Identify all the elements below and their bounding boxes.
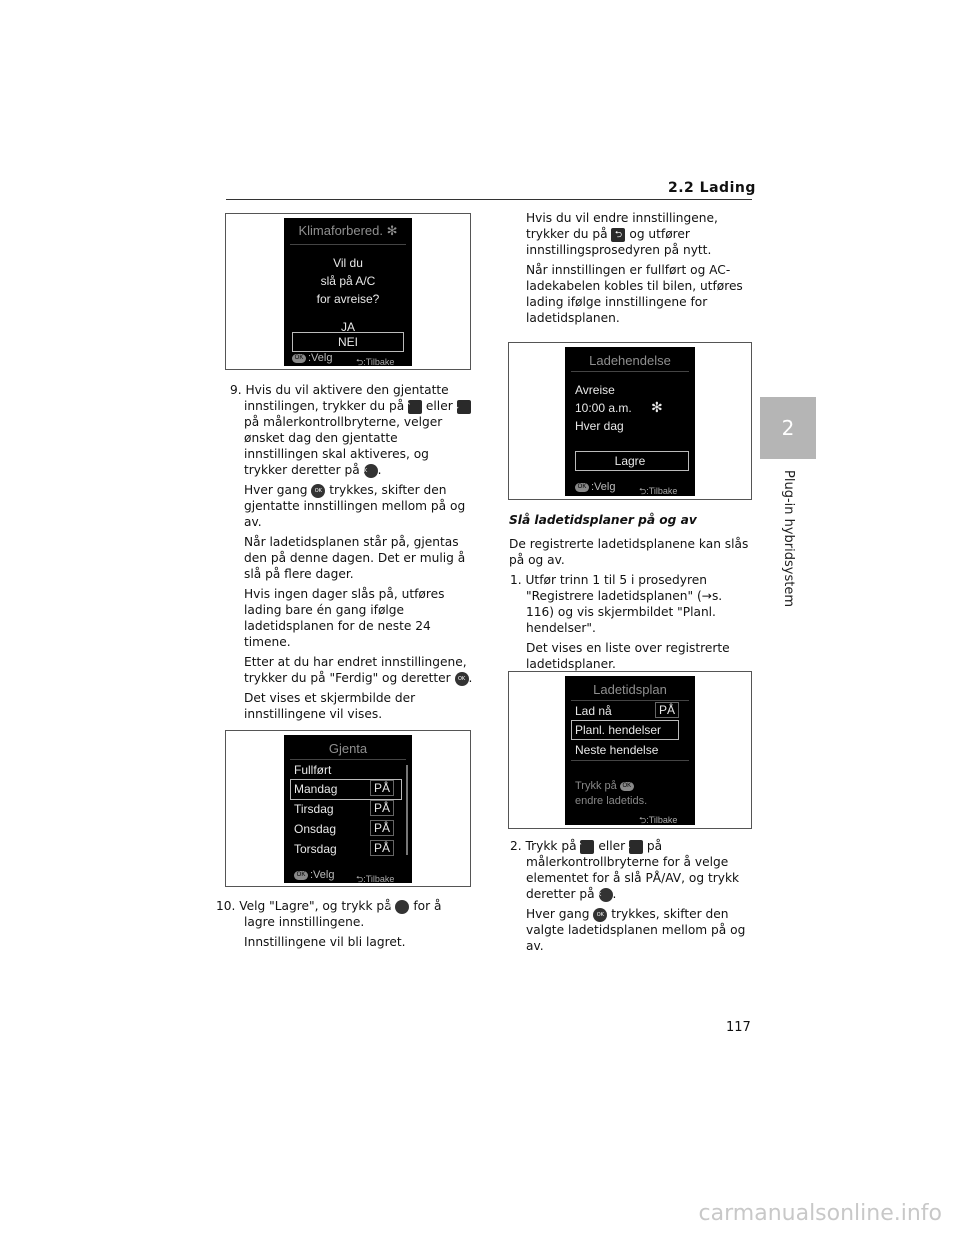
chevron-up-icon: ⌃ (404, 399, 423, 414)
ok-button-icon: OK (575, 482, 589, 492)
ok-button-icon: OK (311, 483, 326, 498)
chevron-down-icon: ⌄ (624, 839, 643, 854)
screen-title: Gjenta (328, 741, 368, 756)
divider (571, 760, 689, 761)
tilbake-hint: ⮌:Tilbake (639, 486, 678, 496)
back-arrow-icon: ⮌ (356, 874, 364, 884)
step-1: 1. Utfør trinn 1 til 5 i prosedyren "Reg… (510, 573, 723, 635)
right-column-text-3: 2. Trykk på ⌃ eller ⌄ på målerkontrollbr… (510, 839, 746, 953)
ok-button-icon: OK (360, 463, 378, 478)
back-arrow-icon: ⮌ (611, 227, 626, 242)
ok-button-icon: OK (292, 353, 306, 363)
hint-line-2: endre ladetids. (575, 795, 648, 807)
screen: Ladehendelse Avreise 10:00 a.m. ✻ Hver d… (565, 347, 695, 496)
departure-time: 10:00 a.m. (575, 401, 632, 415)
left-column-text-2: 10. Velg "Lagre", og trykk på OK for å l… (216, 898, 474, 954)
ok-button-icon: OK (593, 907, 608, 922)
row-selected (571, 720, 679, 740)
section-header: 2.2 Lading (668, 180, 756, 196)
paragraph: Det vises et skjermbilde der innstilling… (244, 691, 416, 721)
divider (290, 759, 406, 760)
ok-button-icon: OK (294, 870, 308, 880)
status-badge: PÅ (370, 780, 395, 796)
scrollbar (406, 765, 408, 855)
departure-label: Avreise (575, 383, 615, 397)
ok-button-icon: OK (594, 887, 613, 902)
ok-button-icon: OK (385, 899, 410, 914)
velg-hint: OK:Velg (575, 481, 615, 493)
screen-title: Ladehendelse (589, 353, 671, 368)
right-column-text-2: Slå ladetidsplaner på og av De registrer… (509, 512, 752, 676)
screen: Klimaforbered. ✻ Vil du slå på A/C for a… (284, 218, 412, 367)
figure-repeat-days: Gjenta Fullført Mandag PÅ Tirsdag PÅ Ons… (225, 730, 471, 887)
save-label: Lagre (614, 454, 646, 468)
ok-button-icon: OK (619, 781, 634, 791)
paragraph: Når innstillingen er fullført og AC-lade… (526, 263, 743, 325)
repeat-label: Hver dag (575, 419, 624, 433)
velg-hint: OK:Velg (294, 869, 334, 881)
row-torsdag: Torsdag (294, 842, 337, 856)
row-neste-hendelse: Neste hendelse (575, 743, 659, 757)
option-nei: NEI (337, 335, 358, 349)
chapter-title: Plug-in hybridsystem (781, 470, 796, 608)
ok-button-icon: OK (454, 671, 469, 686)
ac-fan-icon: ✻ (651, 399, 663, 415)
paragraph: Det vises en liste over registrerte lade… (526, 641, 730, 671)
page-number: 117 (726, 1020, 751, 1035)
prompt-line-1: Vil du (333, 256, 363, 270)
row-mandag: Mandag (294, 782, 338, 796)
status-badge: PÅ (655, 702, 680, 718)
chapter-tab: 2 (760, 397, 816, 459)
row-tirsdag: Tirsdag (294, 802, 334, 816)
header-rule (226, 199, 752, 200)
paragraph: De registrerte ladetidsplanene kan slås … (509, 537, 749, 567)
option-ja: JA (340, 320, 355, 334)
divider (290, 244, 406, 245)
divider (571, 700, 689, 701)
paragraph: Hvis ingen dager slås på, utføres lading… (244, 587, 445, 649)
row-fullfort: Fullført (294, 763, 332, 777)
back-arrow-icon: ⮌ (639, 815, 647, 825)
paragraph: Når ladetidsplanen står på, gjentas den … (244, 535, 466, 581)
watermark: carmanualsonline.info (698, 1201, 942, 1226)
option-nei-selected (292, 332, 404, 352)
row-selected (290, 779, 402, 800)
figure-climate-prompt: Klimaforbered. ✻ Vil du slå på A/C for a… (225, 213, 471, 370)
status-badge: PÅ (370, 840, 395, 856)
status-badge: PÅ (370, 820, 395, 836)
status-badge: PÅ (370, 800, 395, 816)
tilbake-hint: ⮌:Tilbake (639, 815, 678, 825)
screen: Gjenta Fullført Mandag PÅ Tirsdag PÅ Ons… (284, 735, 412, 884)
chevron-up-icon: ⌃ (576, 839, 595, 854)
tilbake-hint: ⮌:Tilbake (356, 874, 395, 884)
screen-title: Klimaforbered. ✻ (298, 223, 398, 238)
row-lad-na: Lad nå (575, 704, 612, 718)
prompt-line-2: slå på A/C (320, 274, 376, 288)
section-heading: Slå ladetidsplaner på og av (509, 513, 697, 527)
back-arrow-icon: ⮌ (356, 357, 364, 367)
paragraph: Innstillingene vil bli lagret. (244, 935, 406, 949)
back-arrow-icon: ⮌ (639, 486, 647, 496)
screen: Ladetidsplan Lad nå PÅ Planl. hendelser … (565, 676, 695, 825)
tilbake-hint: ⮌:Tilbake (356, 357, 395, 367)
left-column-text-1: 9. Hvis du vil aktivere den gjentatte in… (230, 383, 473, 721)
divider (571, 371, 689, 372)
row-onsdag: Onsdag (294, 822, 337, 836)
right-column-text-1: Hvis du vil endre innstillingene, trykke… (526, 210, 752, 330)
figure-charge-event: Ladehendelse Avreise 10:00 a.m. ✻ Hver d… (508, 342, 752, 500)
row-planl-hendelser: Planl. hendelser (575, 723, 662, 737)
hint-line-1: Trykk på OK (575, 780, 636, 792)
chevron-down-icon: ⌄ (453, 399, 471, 414)
figure-charge-schedule: Ladetidsplan Lad nå PÅ Planl. hendelser … (508, 671, 752, 829)
save-button (575, 451, 689, 471)
velg-hint: OK:Velg (292, 352, 332, 364)
prompt-line-3: for avreise? (316, 292, 380, 306)
ac-fan-icon: ✻ (386, 223, 398, 238)
screen-title: Ladetidsplan (593, 682, 667, 697)
